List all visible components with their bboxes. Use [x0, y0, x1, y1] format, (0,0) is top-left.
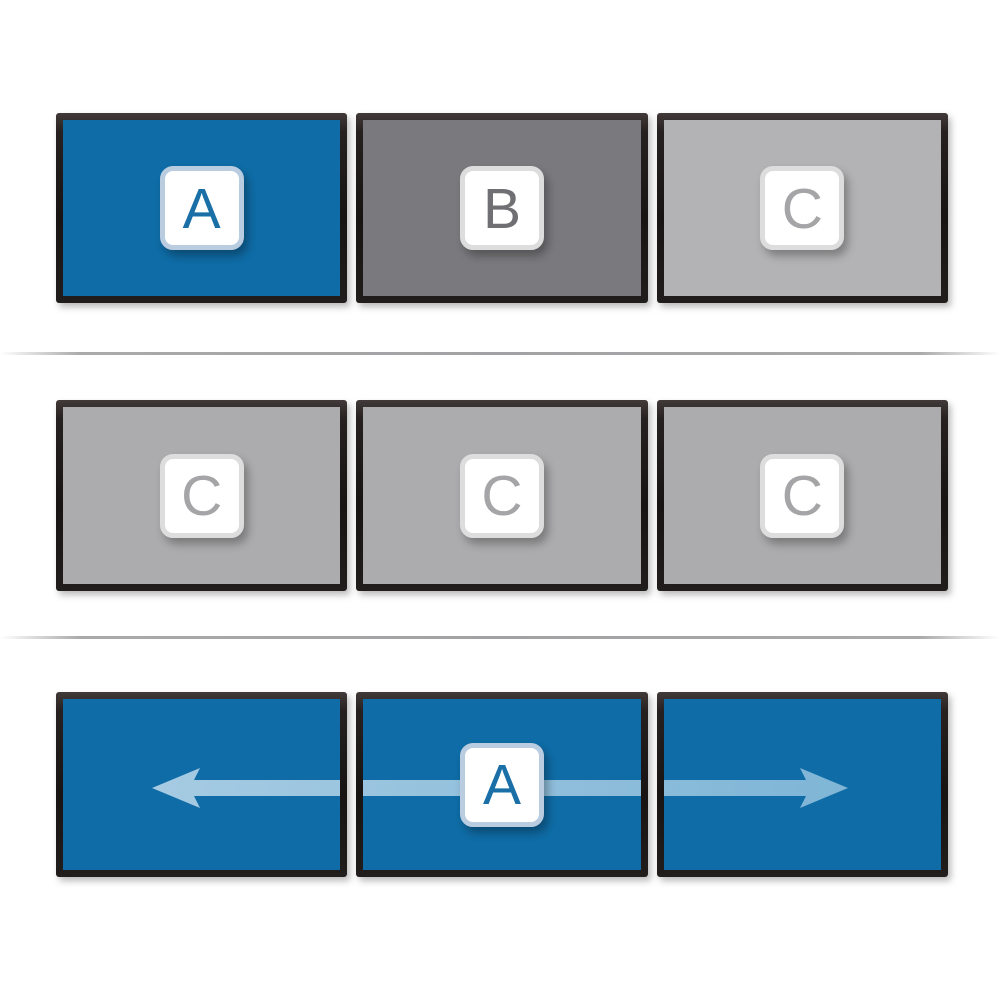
display-badge-c: C [159, 453, 244, 538]
span-arrow-icon [152, 768, 341, 808]
display-badge-a: A [159, 166, 244, 250]
badge-letter: C [181, 464, 223, 528]
badge-letter: B [482, 176, 521, 241]
display-badge-a: A [459, 742, 544, 827]
monitor-b: B [356, 113, 648, 303]
badge-letter: A [482, 753, 521, 817]
span-monitor-right-screen [663, 699, 941, 870]
badge-letter: A [182, 176, 221, 241]
clone-monitor-1-screen: C [63, 407, 341, 584]
clone-monitor-2-screen: C [363, 407, 641, 584]
span-monitor-center: A [356, 692, 648, 877]
monitor-c: C [656, 113, 948, 303]
badge-letter: C [481, 464, 523, 528]
monitor-c-screen: C [663, 120, 941, 296]
span-arrow-icon [663, 768, 848, 808]
span-monitor-left-screen [63, 699, 341, 870]
display-badge-b: B [459, 166, 544, 250]
row-span-mode: A [56, 692, 948, 877]
row-divider [0, 636, 1000, 639]
monitor-a: A [56, 113, 348, 303]
clone-monitor-3-screen: C [663, 407, 941, 584]
monitor-a-screen: A [63, 120, 341, 296]
row-divider [0, 352, 1000, 355]
badge-letter: C [781, 176, 823, 241]
clone-monitor-1: C [56, 400, 348, 591]
clone-monitor-2: C [356, 400, 648, 591]
monitor-b-screen: B [363, 120, 641, 296]
span-monitor-right [656, 692, 948, 877]
span-monitor-center-screen: A [363, 699, 641, 870]
row-individual-displays: A B C [56, 113, 948, 303]
display-badge-c: C [760, 453, 845, 538]
display-badge-c: C [760, 166, 845, 250]
display-badge-c: C [459, 453, 544, 538]
span-monitor-left [56, 692, 348, 877]
clone-monitor-3: C [656, 400, 948, 591]
badge-letter: C [781, 464, 823, 528]
row-clone-mode: C C C [56, 400, 948, 591]
